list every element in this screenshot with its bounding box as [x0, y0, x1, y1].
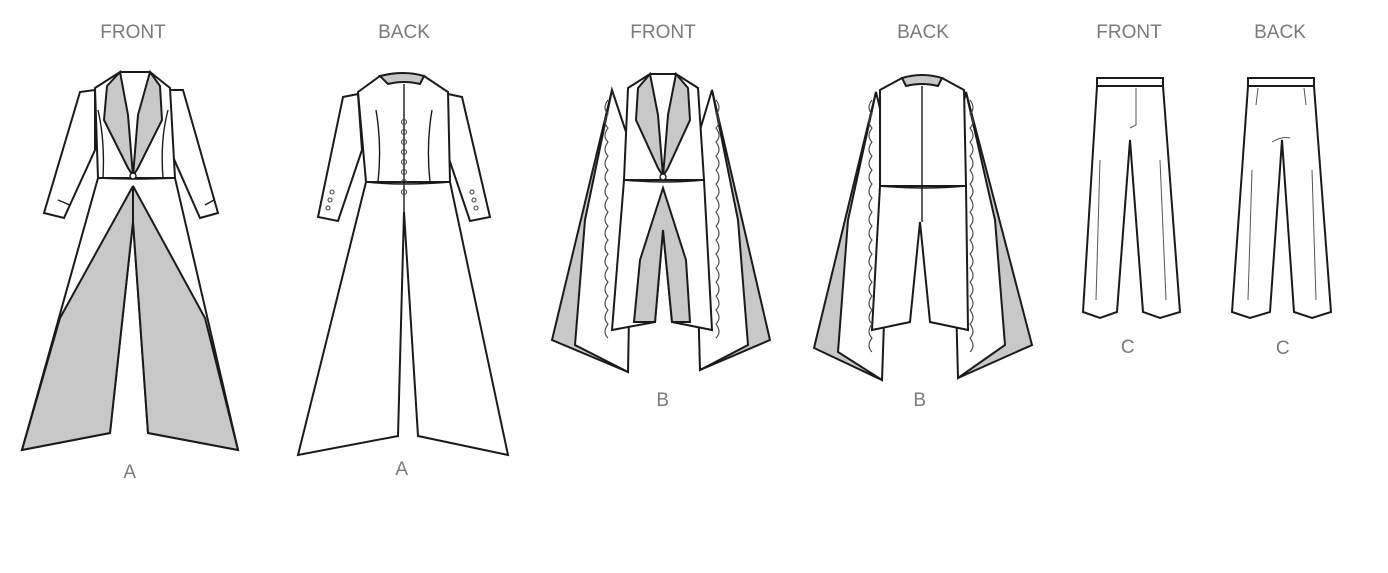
coat-b-back-sketch	[812, 74, 1034, 382]
variant-label-c-front: C	[1120, 337, 1136, 358]
view-label-a-front: FRONT	[100, 22, 166, 43]
coat-a-back-sketch	[296, 72, 510, 457]
coat-b-front-sketch	[550, 71, 772, 374]
view-label-b-back: BACK	[897, 22, 949, 43]
trousers-c-front-sketch	[1081, 77, 1182, 320]
variant-label-b-back: B	[913, 390, 927, 411]
view-label-c-front: FRONT	[1096, 22, 1162, 43]
view-label-b-front: FRONT	[630, 22, 696, 43]
view-label-a-back: BACK	[378, 22, 430, 43]
variant-label-a-back: A	[395, 459, 409, 480]
variant-label-c-back: C	[1275, 338, 1291, 359]
variant-label-b-front: B	[656, 390, 670, 411]
view-label-c-back: BACK	[1254, 22, 1306, 43]
variant-label-a-front: A	[123, 462, 137, 483]
coat-a-front-sketch	[20, 69, 240, 452]
trousers-c-back-sketch	[1230, 77, 1333, 320]
